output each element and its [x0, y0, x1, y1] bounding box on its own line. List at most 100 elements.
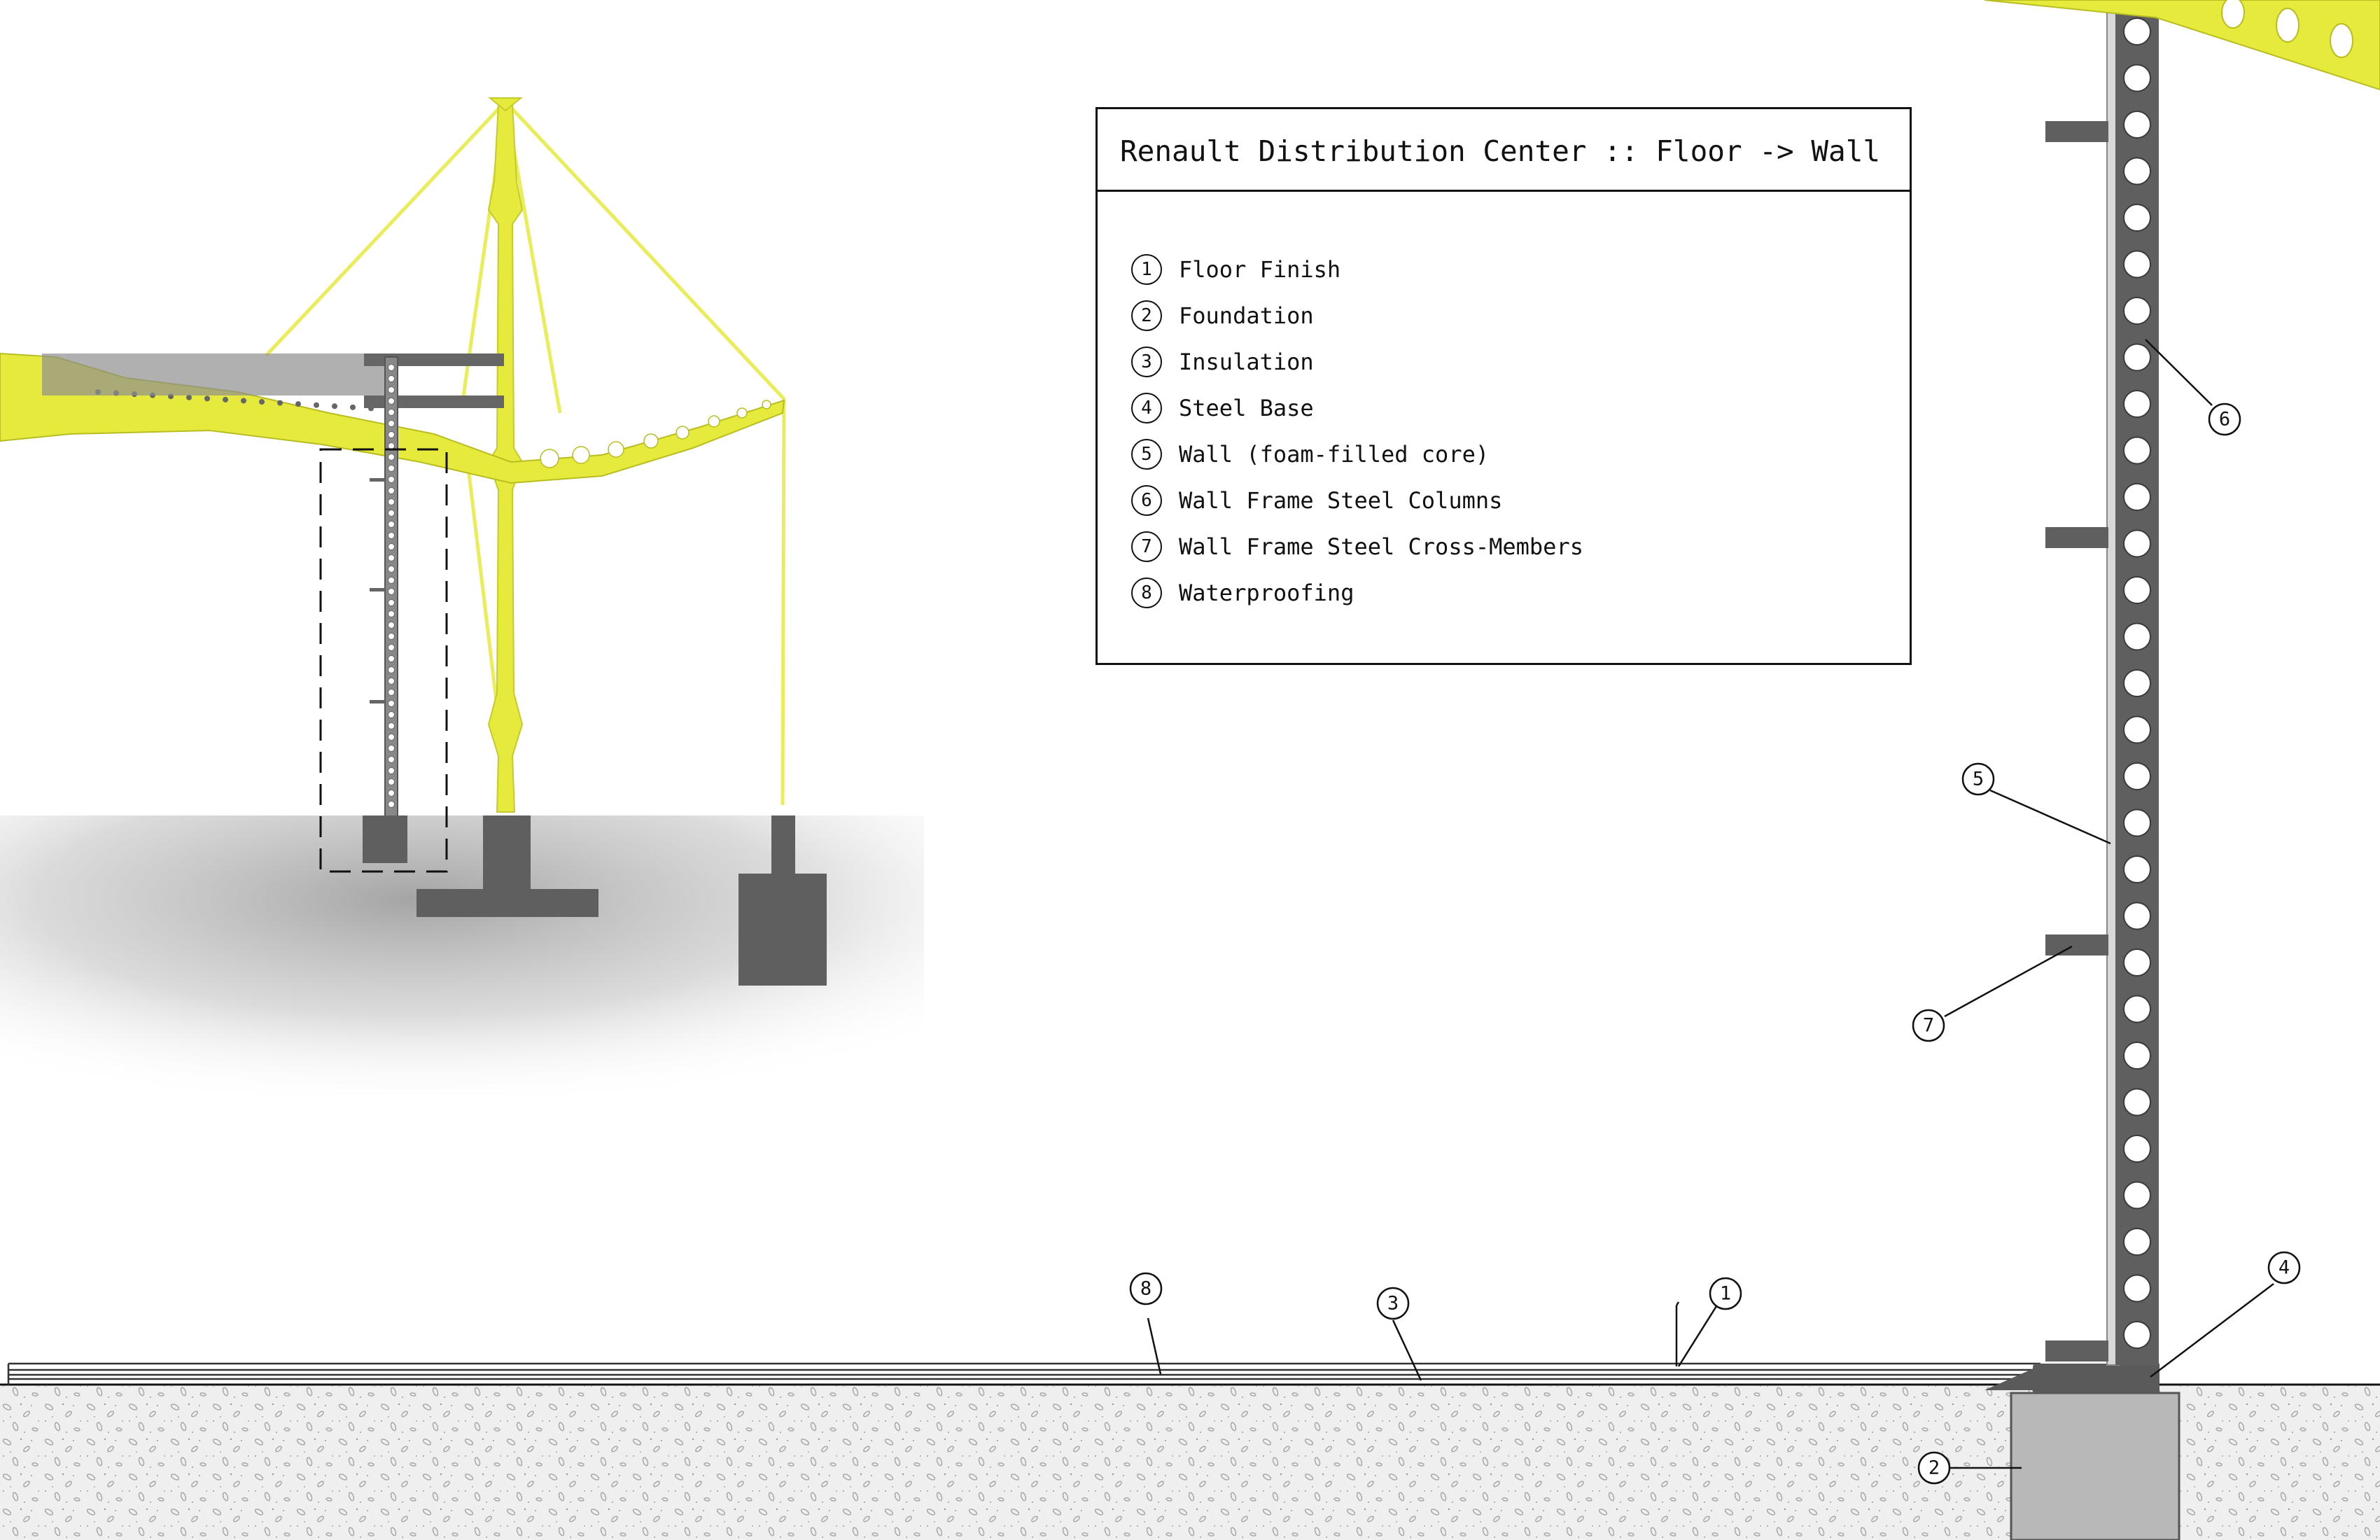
truss-hole: [708, 415, 720, 428]
callout-5-number: 5: [1973, 769, 1984, 790]
legend-number: 1: [1131, 254, 1162, 285]
wall-hole: [388, 633, 395, 640]
truss-hole: [762, 400, 771, 410]
ground-section: [0, 1362, 2380, 1540]
column-hole: [2123, 622, 2151, 651]
column-hole: [2123, 18, 2151, 46]
truss-rivet: [350, 404, 356, 410]
column-hole: [2123, 297, 2151, 325]
legend-label: Waterproofing: [1179, 580, 1354, 606]
cross-members: [2045, 121, 2108, 1362]
callout-4-number: 4: [2278, 1257, 2290, 1279]
legend-label: Insulation: [1179, 349, 1314, 375]
wall-hole: [388, 588, 395, 595]
legend-label: Steel Base: [1179, 395, 1314, 421]
truss-rivet: [277, 400, 283, 406]
legend-number: 3: [1131, 346, 1162, 377]
legend-number: 4: [1131, 393, 1162, 424]
wall-hole: [388, 700, 395, 707]
callout-2-number: 2: [1928, 1457, 1940, 1479]
column-hole: [2123, 948, 2151, 976]
anchor-block: [738, 816, 827, 986]
callout-1: 1: [1677, 1277, 1742, 1367]
mast-footing: [416, 816, 598, 917]
gravel-subgrade: [0, 1386, 2380, 1540]
legend-box: Renault Distribution Center :: Floor -> …: [1096, 107, 1912, 665]
legend-item-cross-members: 7 Wall Frame Steel Cross-Members: [1131, 529, 1583, 564]
concrete-footing: [2010, 1392, 2180, 1540]
legend-number: 8: [1131, 578, 1162, 608]
wall-hole: [388, 790, 395, 797]
truss-hole: [608, 441, 624, 458]
legend-number: 7: [1131, 531, 1162, 562]
wall-hole: [388, 398, 395, 405]
wall-hole: [388, 465, 395, 472]
column-hole: [2123, 111, 2151, 139]
callout-7: 7: [1912, 1009, 1945, 1042]
mast-cables: [265, 100, 786, 806]
wall-hole: [388, 543, 395, 550]
wall-hole: [388, 767, 395, 774]
column-hole: [2123, 436, 2151, 465]
column-hole: [2123, 762, 2151, 790]
wall-assembly: [1984, 0, 2380, 1366]
wall-hole: [388, 487, 395, 494]
legend-item-foundation: 2 Foundation: [1131, 298, 1314, 333]
truss-hole: [676, 426, 690, 440]
wall-hole: [388, 599, 395, 606]
column-hole: [2123, 204, 2151, 232]
legend-number: 6: [1131, 485, 1162, 516]
wall-hole: [388, 778, 395, 785]
callout-1-number: 1: [1720, 1283, 1731, 1305]
wall-hole: [388, 375, 395, 382]
truss-rivet: [295, 401, 301, 407]
truss-rivet: [204, 396, 210, 402]
wall-hole: [388, 622, 395, 629]
legend-item-steel-base: 4 Steel Base: [1131, 391, 1314, 426]
wall-hole: [388, 554, 395, 561]
wall-hole: [388, 498, 395, 505]
column-hole: [2123, 1135, 2151, 1163]
callout-2: 2: [1917, 1451, 1951, 1485]
column-hole: [2123, 808, 2151, 837]
building-overview: [0, 97, 924, 1096]
truss-hole: [736, 407, 748, 419]
legend-label: Wall Frame Steel Cross-Members: [1179, 533, 1583, 560]
detail-focus-box: [319, 448, 448, 873]
column-hole: [2123, 343, 2151, 372]
wall-hole: [388, 532, 395, 539]
truss-rivet: [241, 398, 246, 404]
roof-deck-rails: [364, 354, 504, 408]
wall-hole: [388, 666, 395, 673]
wall-hole: [388, 510, 395, 517]
callout-3: 3: [1376, 1287, 1410, 1320]
wall-hole: [388, 521, 395, 528]
truss-rivet: [332, 403, 337, 410]
legend-label: Foundation: [1179, 302, 1314, 329]
truss-rivet: [259, 399, 265, 405]
legend-item-wall: 5 Wall (foam-filled core): [1131, 437, 1489, 472]
truss-hole: [643, 433, 659, 449]
column-hole: [2123, 669, 2151, 697]
column-hole: [2123, 157, 2151, 186]
column-hole: [2123, 483, 2151, 511]
column-hole: [2123, 715, 2151, 744]
legend-label: Floor Finish: [1179, 256, 1341, 283]
wall-hole: [388, 364, 395, 371]
wall-hole: [388, 442, 395, 449]
truss-rivet: [186, 394, 192, 400]
legend-item-insulation: 3 Insulation: [1131, 344, 1314, 379]
wall-hole: [388, 610, 395, 617]
column-hole: [2123, 529, 2151, 558]
callout-3-number: 3: [1387, 1293, 1399, 1315]
column-hole: [2123, 1088, 2151, 1116]
base-haunch: [1984, 1368, 2033, 1390]
wall-hole: [388, 655, 395, 662]
legend-title: Renault Distribution Center :: Floor -> …: [1120, 134, 1881, 168]
wall-hole: [388, 431, 395, 438]
column-hole: [2123, 1228, 2151, 1256]
wall-hole: [388, 745, 395, 752]
overview-wall-holes: [388, 364, 395, 808]
wall-hole: [388, 756, 395, 763]
floor-slab-layers: [7, 1362, 2040, 1385]
